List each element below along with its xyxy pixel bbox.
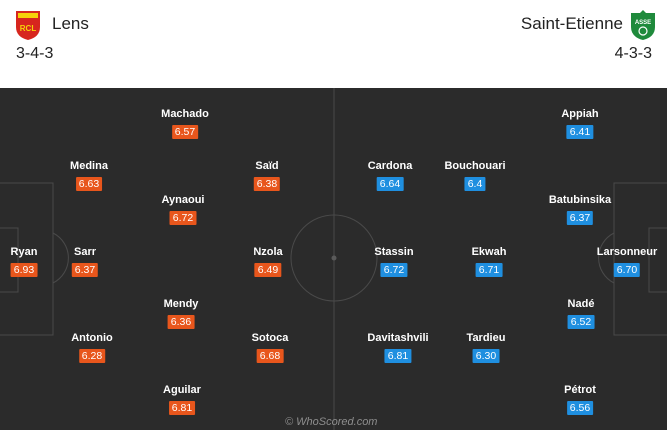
- player-rating: 6.38: [253, 177, 281, 191]
- player-rating: 6.70: [613, 263, 641, 277]
- player-name: Aguilar: [163, 384, 201, 396]
- player-appiah[interactable]: Appiah 6.41: [561, 108, 599, 140]
- player-larsonneur[interactable]: Larsonneur 6.70: [596, 246, 658, 278]
- player-rating: 6.30: [472, 349, 500, 363]
- lens-crest-icon: RCL: [16, 11, 40, 40]
- player-ekwah[interactable]: Ekwah 6.71: [471, 246, 507, 278]
- home-formation: 3-4-3: [16, 45, 54, 62]
- player-aguilar[interactable]: Aguilar 6.81: [163, 384, 201, 416]
- away-team-name[interactable]: Saint-Etienne: [520, 14, 623, 33]
- player-rating: 6.72: [169, 211, 197, 225]
- player-name: Nadé: [567, 298, 595, 310]
- player-name: Ekwah: [471, 246, 507, 258]
- player-davitashvili[interactable]: Davitashvili 6.81: [367, 332, 429, 364]
- player-name: Cardona: [367, 160, 413, 172]
- player-name: Aynaoui: [161, 194, 205, 206]
- player-rating: 6.68: [256, 349, 284, 363]
- player-rating: 6.56: [566, 401, 594, 415]
- match-header: RCL Lens 3-4-3 ASSE Saint-Etienne 4-3-3: [0, 0, 667, 89]
- player-name: Sarr: [73, 246, 97, 258]
- player-said[interactable]: Saïd 6.38: [253, 160, 281, 192]
- player-batubinsika[interactable]: Batubinsika 6.37: [549, 194, 611, 226]
- player-machado[interactable]: Machado 6.57: [161, 108, 209, 140]
- player-stassin[interactable]: Stassin 6.72: [374, 246, 414, 278]
- player-name: Stassin: [374, 246, 414, 258]
- player-name: Sotoca: [251, 332, 289, 344]
- player-antonio[interactable]: Antonio 6.28: [71, 332, 113, 364]
- away-formation: 4-3-3: [614, 45, 652, 62]
- player-rating: 6.71: [475, 263, 503, 277]
- home-team-name[interactable]: Lens: [52, 14, 89, 33]
- player-rating: 6.36: [167, 315, 195, 329]
- player-rating: 6.37: [566, 211, 594, 225]
- svg-text:RCL: RCL: [20, 24, 37, 33]
- player-name: Appiah: [561, 108, 599, 120]
- svg-text:ASSE: ASSE: [635, 20, 651, 26]
- player-name: Pétrot: [564, 384, 596, 396]
- player-name: Bouchouari: [444, 160, 506, 172]
- player-rating: 6.57: [171, 125, 199, 139]
- player-petrot[interactable]: Pétrot 6.56: [564, 384, 596, 416]
- player-sotoca[interactable]: Sotoca 6.68: [251, 332, 289, 364]
- player-name: Larsonneur: [596, 246, 658, 258]
- player-name: Batubinsika: [548, 194, 612, 206]
- player-name: Antonio: [71, 332, 113, 344]
- player-name: Mendy: [163, 298, 199, 310]
- player-nzola[interactable]: Nzola 6.49: [253, 246, 283, 278]
- player-medina[interactable]: Medina 6.63: [70, 160, 108, 192]
- player-mendy[interactable]: Mendy 6.36: [163, 298, 199, 330]
- player-rating: 6.49: [254, 263, 282, 277]
- player-nade[interactable]: Nadé 6.52: [567, 298, 595, 330]
- pitch: Machado 6.57 Medina 6.63 Saïd 6.38 Aynao…: [0, 88, 667, 430]
- player-rating: 6.81: [168, 401, 196, 415]
- player-rating: 6.4: [464, 177, 486, 191]
- player-name: Davitashvili: [367, 332, 429, 344]
- player-name: Ryan: [10, 246, 38, 258]
- player-rating: 6.41: [566, 125, 594, 139]
- player-name: Machado: [161, 108, 209, 120]
- player-rating: 6.72: [380, 263, 408, 277]
- player-rating: 6.81: [384, 349, 412, 363]
- player-rating: 6.64: [376, 177, 404, 191]
- player-rating: 6.93: [10, 263, 38, 277]
- player-rating: 6.28: [78, 349, 106, 363]
- saint-etienne-crest-icon: ASSE: [631, 10, 655, 40]
- player-name: Saïd: [255, 160, 279, 172]
- pitch-markings: [0, 88, 667, 430]
- player-name: Nzola: [253, 246, 283, 258]
- player-name: Medina: [70, 160, 108, 172]
- player-aynaoui[interactable]: Aynaoui 6.72: [162, 194, 205, 226]
- player-bouchouari[interactable]: Bouchouari 6.4: [444, 160, 506, 192]
- whoscored-watermark: © WhoScored.com: [285, 416, 378, 428]
- player-rating: 6.37: [71, 263, 99, 277]
- player-cardona[interactable]: Cardona 6.64: [367, 160, 413, 192]
- player-sarr[interactable]: Sarr 6.37: [71, 246, 99, 278]
- player-name: Tardieu: [466, 332, 506, 344]
- player-ryan[interactable]: Ryan 6.93: [10, 246, 38, 278]
- player-tardieu[interactable]: Tardieu 6.30: [466, 332, 506, 364]
- player-rating: 6.63: [75, 177, 103, 191]
- player-rating: 6.52: [567, 315, 595, 329]
